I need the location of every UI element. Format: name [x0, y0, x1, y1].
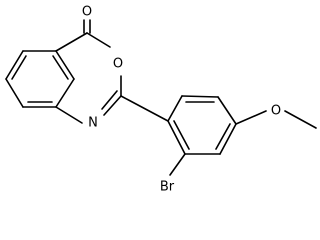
bond: [55, 32, 88, 52]
bond: [11, 55, 27, 80]
bond: [235, 110, 267, 125]
bromine-label: Br: [160, 180, 175, 195]
bond: [215, 123, 231, 150]
carbonyl-oxygen-label: O: [82, 5, 92, 20]
bond: [284, 110, 317, 129]
bond: [181, 95, 219, 98]
bond: [169, 153, 186, 176]
bond: [217, 96, 237, 125]
bond-network: [5, 19, 317, 176]
bond: [5, 50, 24, 80]
bond: [101, 90, 118, 110]
ring-oxygen-label: O: [113, 57, 123, 72]
chemical-structure-diagram: O O N O Br: [5, 5, 317, 195]
bond: [219, 123, 237, 155]
bond: [167, 120, 186, 155]
bond: [55, 106, 83, 124]
ring-nitrogen-label: N: [88, 116, 98, 131]
bond: [103, 95, 122, 116]
bond: [52, 55, 69, 80]
bond: [5, 78, 24, 108]
bond: [167, 95, 183, 122]
methoxy-oxygen-label: O: [271, 104, 281, 119]
bond: [55, 50, 75, 80]
bond: [173, 120, 190, 150]
bond: [86, 32, 111, 48]
bond: [55, 78, 75, 108]
bond: [120, 95, 169, 122]
